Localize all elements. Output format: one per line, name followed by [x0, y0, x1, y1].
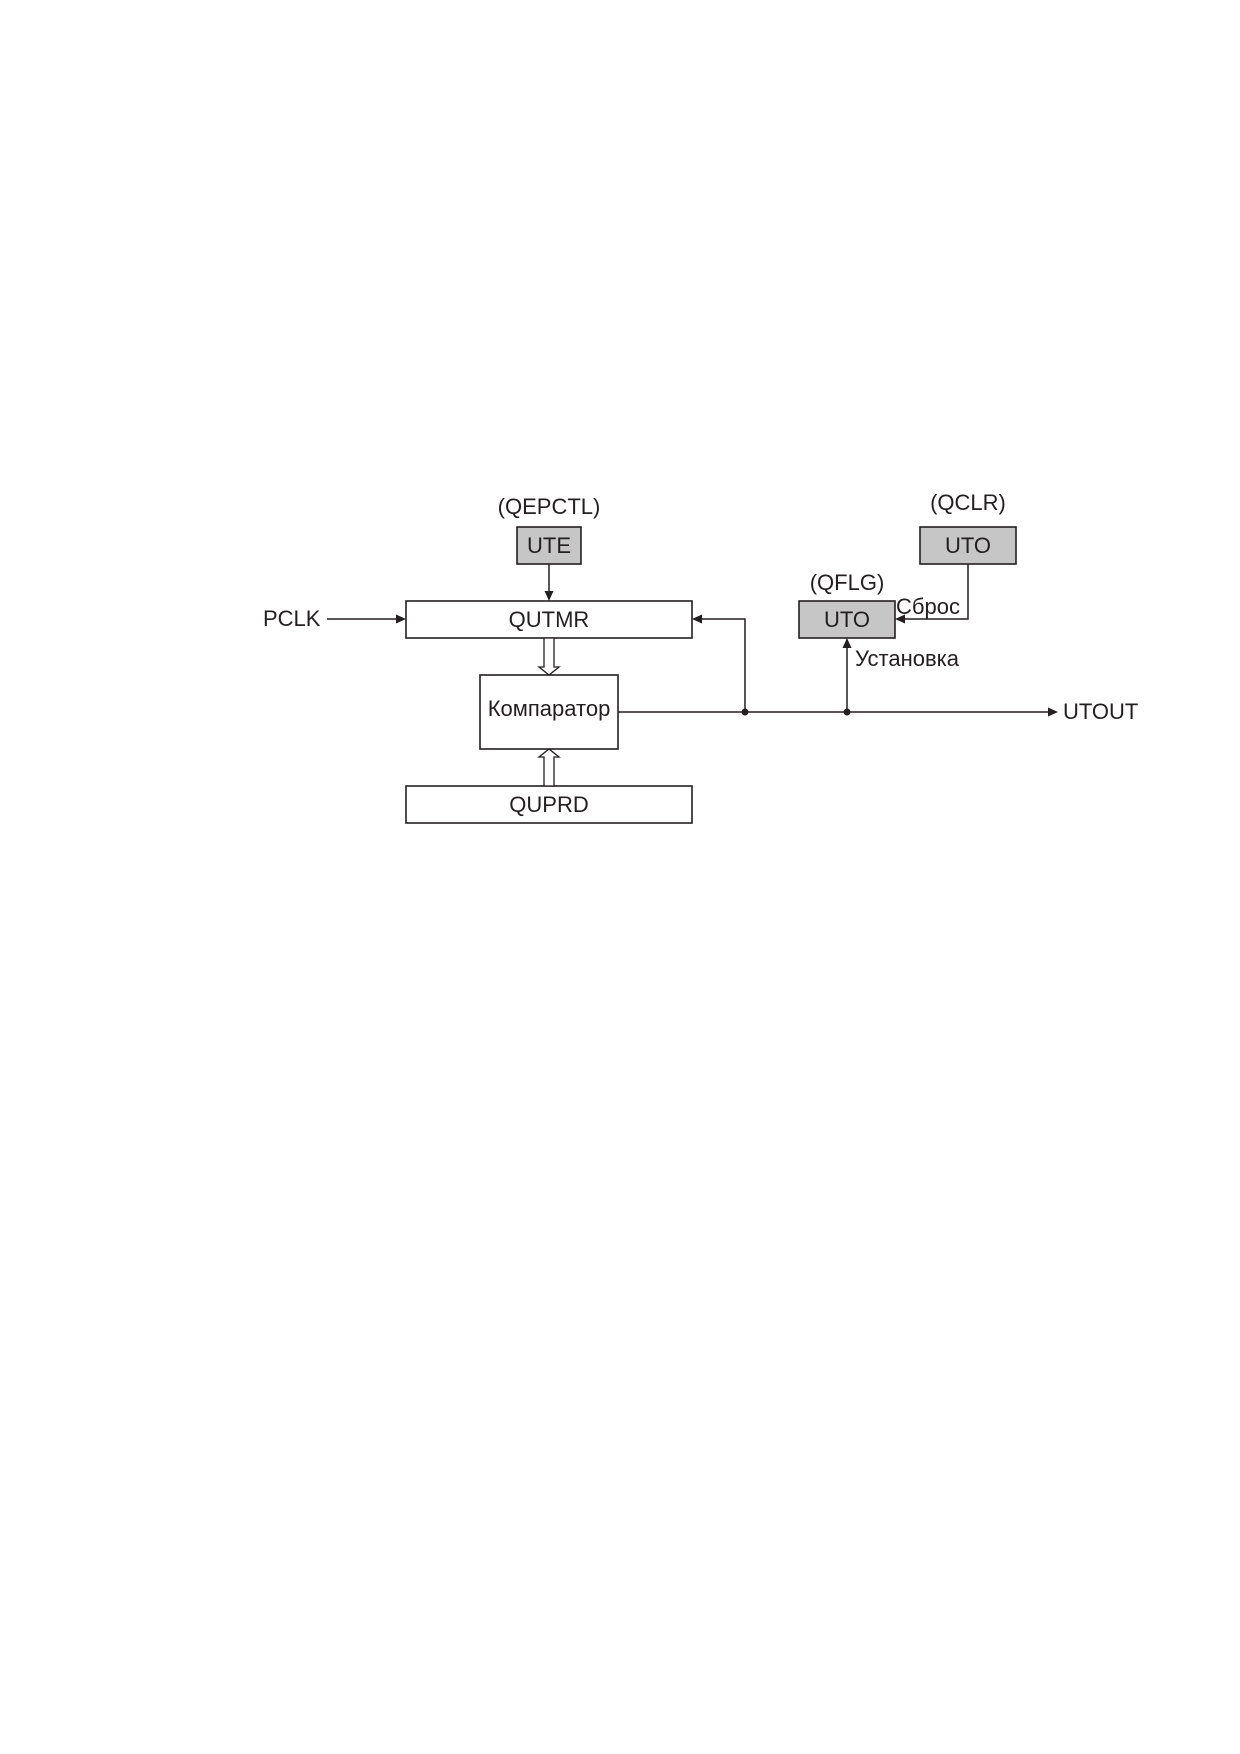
qutmr-to-comparator-bus-arrow — [537, 637, 561, 676]
ute-enable-arrow — [544, 564, 554, 601]
qclr-reset-line — [895, 564, 969, 624]
set-label: Установка — [855, 646, 960, 671]
ute-label: UTE — [527, 533, 571, 558]
qutmr-feedback-line — [692, 614, 749, 716]
quprd-register: QUPRD — [405, 785, 693, 824]
qepctl-label: (QEPCTL) — [498, 494, 601, 519]
uto-qclr-bit-box: UTO — [919, 526, 1017, 565]
pclk-label: PCLK — [263, 606, 321, 631]
qflg-set-line — [842, 638, 852, 716]
qclr-label: (QCLR) — [930, 490, 1006, 515]
qutmr-register: QUTMR — [405, 600, 693, 639]
utout-label: UTOUT — [1063, 699, 1138, 724]
comparator-label: Компаратор — [488, 696, 611, 721]
uto-qflg-label: UTO — [824, 607, 870, 632]
uto-qclr-label: UTO — [945, 533, 991, 558]
uto-qflg-bit-box: UTO — [798, 600, 896, 639]
ute-bit-box: UTE — [516, 526, 582, 565]
qutmr-label: QUTMR — [509, 607, 590, 632]
pclk-arrow — [327, 614, 406, 624]
qflg-label: (QFLG) — [810, 570, 885, 595]
quprd-to-comparator-bus-arrow — [537, 748, 561, 787]
quprd-label: QUPRD — [509, 792, 588, 817]
reset-label: Сброс — [896, 594, 960, 619]
comparator-block: Компаратор — [479, 674, 619, 750]
comparator-output-line — [618, 707, 1058, 717]
